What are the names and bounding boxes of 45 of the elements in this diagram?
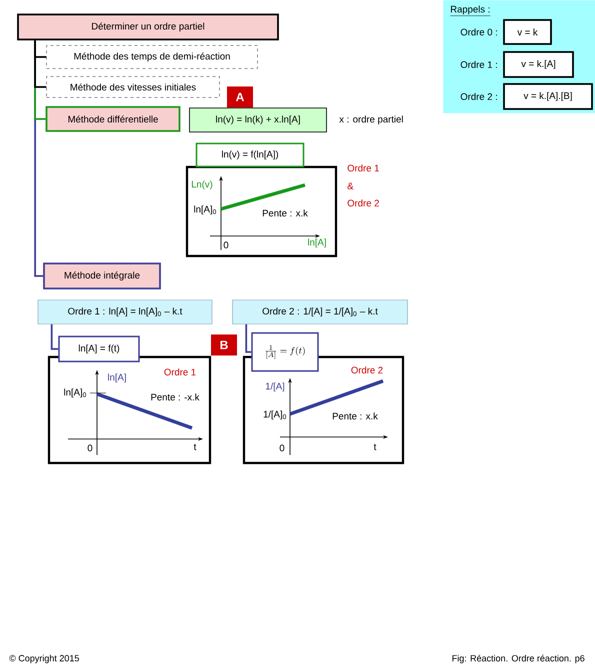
formula-box: v = k.[A] <box>503 51 574 78</box>
connector-line <box>50 324 58 350</box>
axis-label: t <box>194 444 196 450</box>
side-label: Ordre 2 : <box>460 93 497 100</box>
graph-note: & <box>348 182 354 190</box>
graph-title-box: ln(v) = f(ln[A]) <box>196 142 304 168</box>
graph-title-box: $\frac{1}{[A]} = f(t)$ <box>251 332 319 372</box>
side-label: Ordre 0 : <box>460 28 497 36</box>
method-box: Méthode intégrale <box>43 262 161 290</box>
axis-label: ln[A]$_{0}$ <box>64 388 86 398</box>
axis-label: ln[A] <box>308 238 326 248</box>
method-box: Méthode des temps de demi-réaction <box>46 45 258 69</box>
connector-line <box>245 324 252 353</box>
footer-text: Fig: Réaction. Ordre réaction. p6 <box>452 654 584 664</box>
axis-label: Ln(v) <box>192 180 212 190</box>
axis-label: 1/[A] <box>266 382 284 392</box>
graph-note: Ordre 2 <box>351 366 383 374</box>
letter-badge: A <box>227 86 253 108</box>
side-label: Ordre 1 : <box>460 61 497 68</box>
equation-box: Ordre 2 : 1/[A] = 1/[A]$_{0}$ – k.t <box>232 300 408 324</box>
axis-label: 0 <box>88 444 92 452</box>
heading-box: Déterminer un ordre partiel <box>17 14 279 40</box>
axis-label: 0 <box>224 242 228 248</box>
graph-note: Pente : -x.k <box>151 394 200 400</box>
axis-label: ln[A]$_{0}$ <box>194 206 216 214</box>
graph-note: Pente : x.k <box>262 210 308 216</box>
side-label: x : ordre partiel <box>339 116 403 124</box>
formula-box: v = k <box>503 19 552 45</box>
axis-label: 1/[A]$_{0}$ <box>264 410 286 420</box>
method-box: Méthode des vitesses initiales <box>46 76 220 98</box>
axis-label: ln[A] <box>108 374 126 382</box>
footer-text: © Copyright 2015 <box>9 654 79 664</box>
letter-badge: B <box>211 334 237 356</box>
graph-title-box: ln[A] = f(t) <box>58 336 140 362</box>
connector-line <box>34 40 46 58</box>
axis-label: 0 <box>280 444 284 452</box>
graph-note: Ordre 2 <box>348 200 379 206</box>
axis-label: t <box>374 444 376 450</box>
graph-note: Ordre 1 <box>348 164 379 172</box>
formula-box: v = k.[A].[B] <box>503 83 593 110</box>
method-box: Méthode différentielle <box>46 106 180 132</box>
graph-note: Ordre 1 <box>164 368 196 376</box>
graph-note: Pente : x.k <box>332 412 378 420</box>
equation-box: ln(v) = ln(k) + x.ln[A] <box>189 108 327 132</box>
equation-box: Ordre 1 : ln[A] = ln[A]$_{0}$ – k.t <box>38 300 212 324</box>
